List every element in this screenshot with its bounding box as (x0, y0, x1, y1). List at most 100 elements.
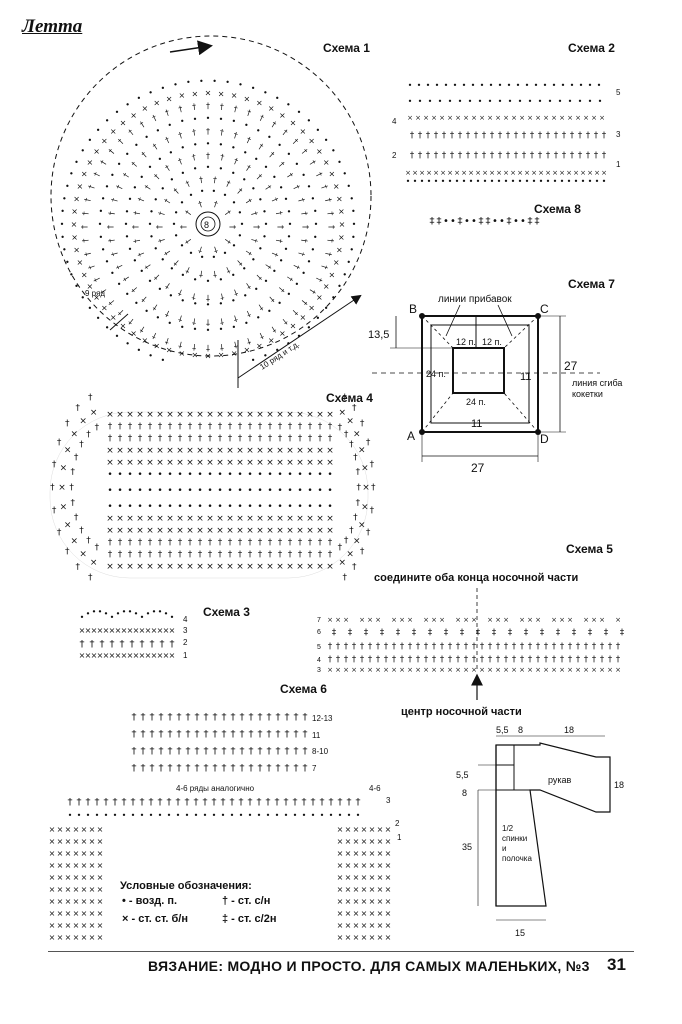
stitch-symbol: × (377, 897, 384, 906)
stitch-symbol: † (240, 712, 245, 723)
legend-title: Условные обозначения: (120, 880, 252, 892)
stitch-symbol: × (89, 873, 96, 882)
stitch-symbol: × (73, 933, 80, 942)
stitch-symbol: † (416, 642, 421, 652)
stitch-symbol: • (462, 81, 467, 90)
stitch-symbol: • (167, 121, 172, 130)
stitch-symbol: × (599, 114, 605, 122)
stitch-symbol: † (168, 746, 173, 757)
stitch-symbol: † (83, 251, 93, 257)
stitch-symbol: • (237, 470, 242, 480)
stitch-symbol: † (294, 712, 299, 723)
stitch-symbol: † (80, 225, 89, 229)
stitch-symbol: • (267, 133, 272, 142)
scheme-7-corner-b: B (409, 302, 417, 316)
stitch-symbol: † (164, 336, 171, 346)
stitch-symbol: × (361, 502, 369, 512)
stitch-symbol: • (251, 356, 256, 365)
stitch-symbol: † (228, 422, 233, 432)
stitch-symbol: † (258, 434, 263, 444)
stitch-symbol: × (316, 446, 324, 456)
stitch-symbol: × (326, 514, 334, 524)
stitch-symbol: • (534, 81, 539, 90)
stitch-symbol: † (245, 309, 252, 319)
stitch-symbol: × (535, 114, 541, 122)
stitch-symbol: † (79, 526, 84, 536)
stitch-symbol: × (345, 861, 352, 870)
stitch-symbol: † (292, 184, 302, 191)
stitch-symbol: × (186, 562, 194, 572)
stitch-symbol: † (320, 797, 325, 808)
stitch-symbol: † (245, 108, 252, 118)
stitch-symbol: × (120, 322, 127, 331)
scheme-6-row-12-13: 12-13 (312, 714, 333, 723)
stitch-symbol: × (351, 666, 357, 674)
stitch-symbol: × (57, 873, 64, 882)
stitch-symbol: × (49, 921, 56, 930)
stitch-symbol: ‡ (458, 216, 463, 227)
stitch-symbol: † (276, 729, 281, 740)
stitch-symbol: • (570, 81, 575, 90)
stitch-symbol: † (336, 642, 341, 652)
stitch-symbol: × (176, 526, 184, 536)
stitch-symbol: × (475, 169, 481, 177)
stitch-symbol: • (242, 176, 247, 185)
scheme-3-row2: 2 (183, 638, 188, 647)
stitch-symbol: † (131, 797, 136, 808)
stitch-symbol: ‡ (540, 628, 545, 638)
scheme-7-dim-12a: 12 п. (456, 337, 476, 347)
stitch-symbol: † (250, 210, 260, 216)
stitch-symbol: • (254, 285, 259, 294)
stitch-symbol: × (559, 616, 565, 624)
stitch-symbol: × (126, 514, 134, 524)
stitch-symbol: † (50, 483, 55, 493)
page-number: 31 (607, 955, 626, 974)
stitch-symbol: × (126, 410, 134, 420)
stitch-symbol: • (287, 207, 292, 216)
stitch-symbol: • (288, 220, 293, 229)
stitch-symbol: • (248, 811, 253, 820)
stitch-symbol: × (76, 258, 83, 267)
legend-item-chain: • - возд. п. (122, 895, 177, 907)
stitch-symbol: † (285, 275, 295, 283)
stitch-symbol: • (105, 258, 110, 267)
stitch-symbol: † (206, 151, 210, 160)
stitch-symbol: × (306, 446, 314, 456)
stitch-symbol: † (258, 763, 263, 774)
stitch-symbol: × (337, 837, 344, 846)
stitch-symbol: † (267, 729, 272, 740)
stitch-symbol: ‡ (507, 216, 512, 227)
stitch-symbol: † (136, 196, 146, 203)
stitch-symbol: × (335, 666, 341, 674)
stitch-symbol: † (347, 797, 352, 808)
stitch-symbol: • (232, 199, 237, 208)
stitch-symbol: × (97, 897, 104, 906)
stitch-symbol: • (104, 811, 109, 820)
stitch-symbol: × (71, 537, 79, 547)
stitch-symbol: • (144, 307, 149, 316)
stitch-symbol: × (60, 502, 68, 512)
stitch-symbol: † (138, 422, 143, 432)
stitch-symbol: • (262, 207, 267, 216)
stitch-symbol: • (167, 486, 172, 496)
legend: Условные обозначения: • - возд. п. † - с… (120, 880, 276, 925)
stitch-symbol: † (552, 642, 557, 652)
stitch-symbol: † (488, 642, 493, 652)
scheme-7-fold-label-2: кокетки (572, 389, 603, 399)
stitch-symbol: † (257, 303, 265, 313)
stitch-symbol: × (49, 909, 56, 918)
stitch-symbol: † (240, 746, 245, 757)
stitch-symbol: × (256, 410, 264, 420)
stitch-symbol: † (327, 225, 336, 229)
stitch-symbol: × (431, 114, 437, 122)
stitch-symbol: • (286, 339, 291, 348)
stitch-symbol: † (230, 797, 235, 808)
stitch-symbol: † (138, 538, 143, 548)
stitch-symbol: • (434, 177, 439, 186)
legend-item-tr: ‡ - ст. с/2н (222, 913, 276, 925)
stitch-symbol: † (344, 430, 349, 440)
stitch-symbol: • (257, 470, 262, 480)
stitch-symbol: • (476, 177, 481, 186)
stitch-symbol: † (195, 763, 200, 774)
stitch-symbol: † (281, 128, 290, 138)
